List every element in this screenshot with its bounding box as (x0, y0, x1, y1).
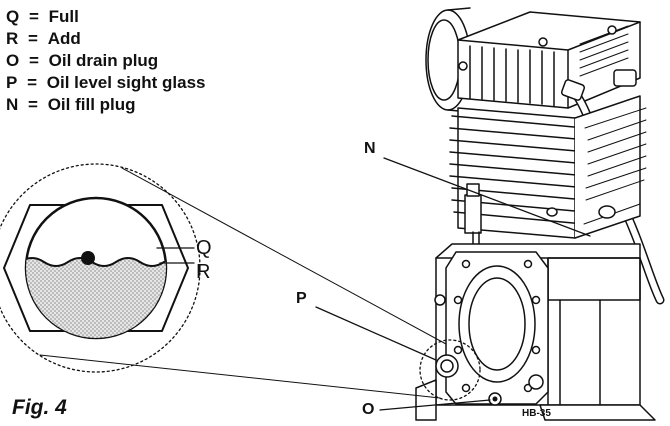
sight-glass-highlight-circle (419, 339, 481, 401)
callout-label-p: P (296, 290, 307, 307)
legend-key: N (6, 95, 19, 114)
inset-mark-r: R (196, 261, 210, 283)
legend-separator: = (28, 7, 39, 26)
callout-n-leader (383, 157, 591, 237)
legend-item-q: Q = Full (6, 6, 205, 28)
sight-glass-indicator-dot (81, 251, 95, 265)
legend-text: Full (48, 7, 79, 26)
legend-text: Oil fill plug (47, 95, 136, 114)
callout-label-n: N (364, 140, 376, 157)
legend-separator: = (28, 29, 38, 48)
legend-separator: = (27, 73, 38, 92)
legend-key: R (6, 29, 19, 48)
inset-connector-line-upper (121, 167, 447, 345)
legend-key: Q (6, 7, 20, 26)
legend-text: Oil level sight glass (46, 73, 206, 92)
legend-text: Oil drain plug (48, 51, 159, 70)
legend-item-r: R = Add (6, 28, 205, 50)
legend-item-o: O = Oil drain plug (6, 50, 205, 72)
inset-connector-line-lower (39, 354, 441, 399)
callout-p-leader (315, 306, 437, 361)
inset-mark-q: Q (196, 237, 212, 259)
legend-key: O (6, 51, 20, 70)
callout-label-o: O (362, 401, 375, 418)
legend: Q = Full R = Add O = Oil drain plug P = … (6, 6, 205, 116)
model-stamp: HB-35 (522, 408, 551, 419)
figure-caption: Fig. 4 (12, 396, 67, 419)
compressor-pump (415, 7, 665, 421)
legend-item-p: P = Oil level sight glass (6, 72, 205, 94)
sight-glass-inset (0, 163, 201, 373)
legend-text: Add (47, 29, 81, 48)
legend-separator: = (28, 51, 39, 70)
legend-key: P (6, 73, 18, 92)
legend-separator: = (28, 95, 38, 114)
legend-item-n: N = Oil fill plug (6, 94, 205, 116)
callout-o-leader (379, 399, 491, 411)
